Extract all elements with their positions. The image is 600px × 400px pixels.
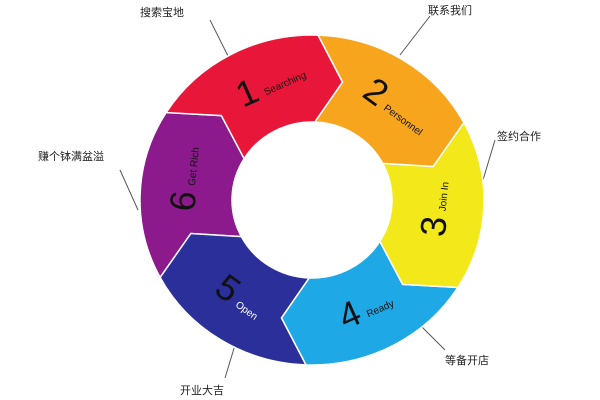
segment-4 [280,239,460,366]
step-5-caption: 开业大吉 [180,384,224,397]
step-name: Join In [438,181,452,211]
leader-line [224,344,236,379]
segment-2 [313,34,465,168]
step-3-label: 3 Join In [412,181,455,238]
step-number: 6 [161,189,204,213]
step-6-caption: 赚个钵满盆溢 [38,150,104,163]
step-4-caption: 等备开店 [445,354,489,367]
leader-line [119,169,139,211]
step-6-label: 6 Get Rich [161,147,204,213]
step-1-caption: 搜索宝地 [140,6,184,19]
segment-5 [159,232,311,366]
step-2-caption: 联系我们 [428,4,472,17]
segment-1 [164,34,344,161]
leader-line [209,19,231,61]
step-3-caption: 签约合作 [497,130,541,143]
leader-line [399,15,431,56]
segment-3 [378,121,485,289]
step-number: 3 [412,214,455,238]
step-name: Get Rich [187,147,202,187]
